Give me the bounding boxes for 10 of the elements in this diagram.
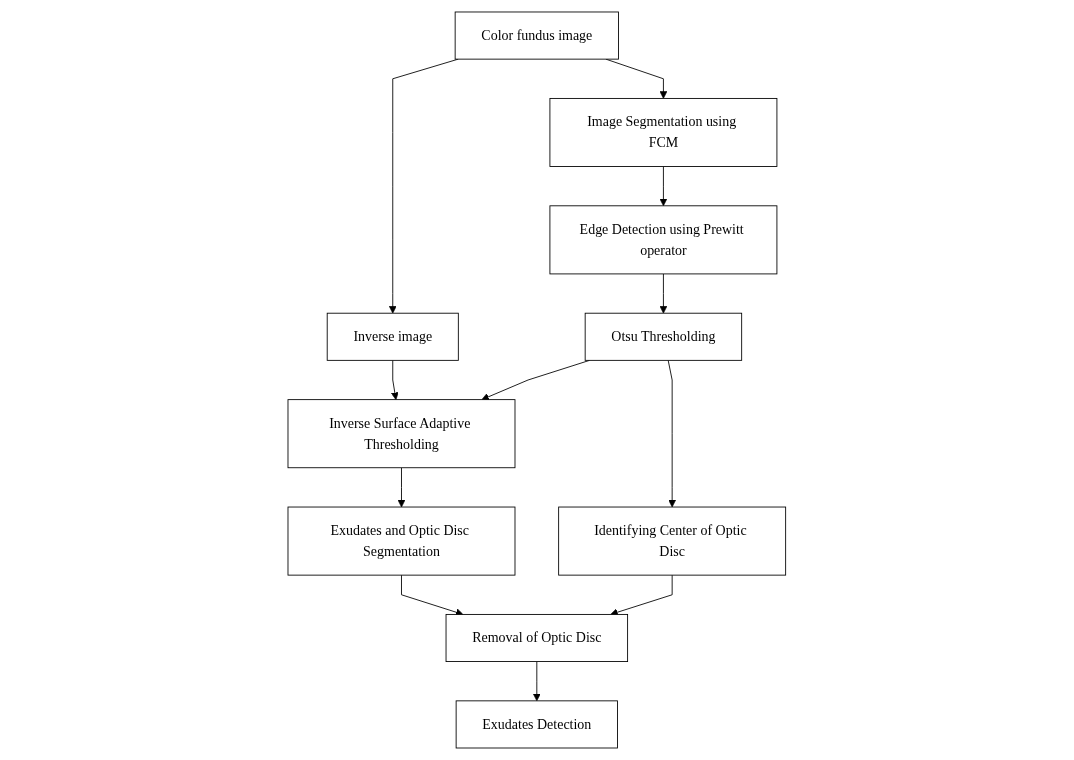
node-box: Exudates Detection — [455, 700, 619, 749]
node-box: Edge Detection using Prewitt operator — [549, 205, 778, 275]
node-box: Image Segmentation using FCM — [549, 98, 778, 167]
node-box: Exudates and Optic Disc Segmentation — [287, 506, 516, 576]
node-box: Identifying Center of Optic Disc — [558, 506, 787, 576]
node-box: Color fundus image — [454, 11, 620, 60]
node-box: Otsu Thresholding — [584, 312, 743, 361]
node-box: Inverse image — [326, 312, 459, 361]
node-box: Inverse Surface Adaptive Thresholding — [287, 399, 516, 469]
node-box: Removal of Optic Disc — [445, 614, 629, 662]
